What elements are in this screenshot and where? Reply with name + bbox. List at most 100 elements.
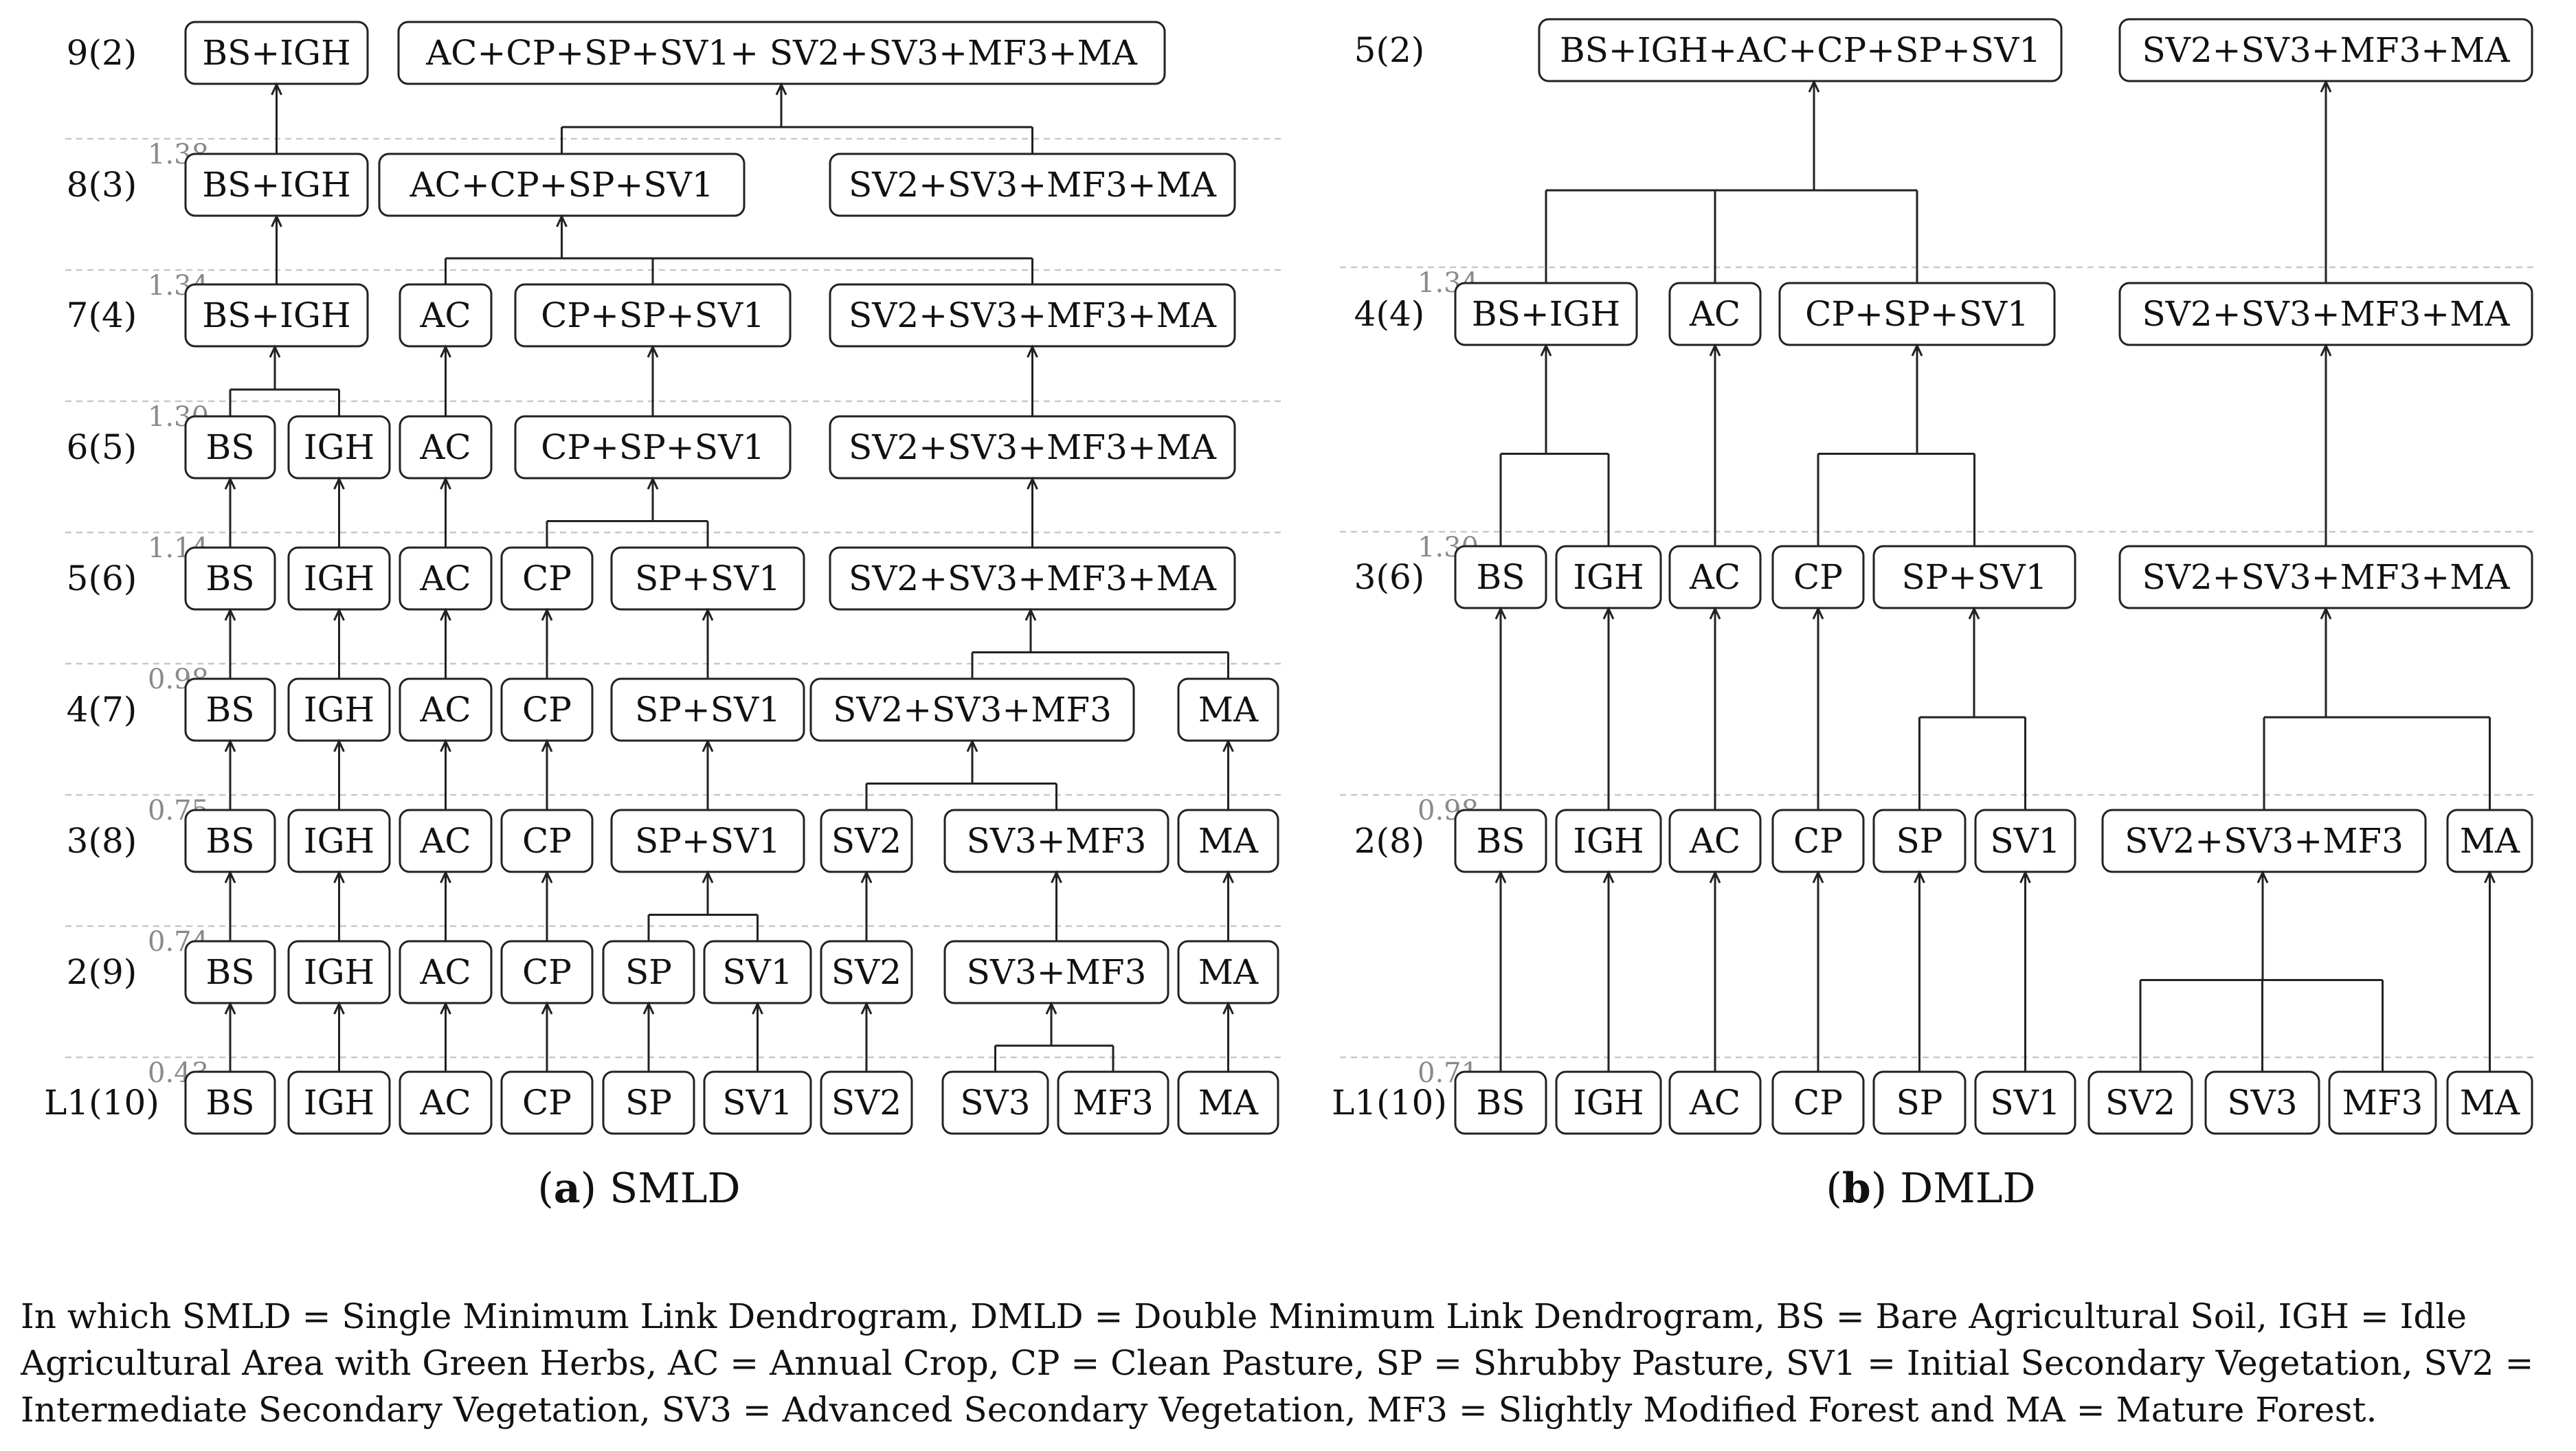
svg-text:CP: CP [1793, 557, 1843, 597]
smld-merge-edge [541, 870, 553, 941]
dmld-merge-edge [2320, 343, 2332, 546]
dmld-node-igh: IGH [1555, 1070, 1662, 1135]
svg-text:BS: BS [206, 427, 255, 467]
smld-node-ac: AC [399, 1070, 493, 1135]
smld-merge-edge [440, 476, 451, 548]
dmld-merge-edge [1812, 606, 1824, 810]
svg-text:SP: SP [1896, 1083, 1943, 1123]
dmld-node-ma: MA [2446, 1070, 2533, 1135]
smld-node-sv2-sv3-mf3-ma: SV2+SV3+MF3+MA [829, 546, 1236, 611]
svg-text:IGH: IGH [304, 1083, 374, 1123]
smld-level-label: 8(3) [67, 165, 137, 205]
dmld-level-label: 2(8) [1354, 821, 1425, 861]
svg-text:SV3+MF3: SV3+MF3 [967, 821, 1147, 861]
svg-text:SV2+SV3+MF3+MA: SV2+SV3+MF3+MA [2142, 294, 2510, 334]
smld-merge-edge [546, 476, 709, 548]
smld-level-label: 2(9) [67, 952, 137, 992]
smld-node-mf3: MF3 [1057, 1070, 1169, 1135]
svg-text:CP+SP+SV1: CP+SP+SV1 [1805, 294, 2029, 334]
smld-merge-edge [752, 1001, 763, 1072]
smld-node-sv2-sv3-mf3-ma: SV2+SV3+MF3+MA [829, 415, 1236, 480]
abbreviation-footnote: In which SMLD = Single Minimum Link Dend… [21, 1296, 2534, 1430]
dmld-merge-edge [1812, 870, 1824, 1072]
smld-merge-edge [860, 870, 873, 941]
svg-text:AC: AC [419, 952, 471, 992]
dmld-merge-edge [2019, 870, 2031, 1072]
smld-node-ac: AC [399, 809, 493, 873]
svg-text:BS+IGH+AC+CP+SP+SV1: BS+IGH+AC+CP+SP+SV1 [1560, 30, 2041, 70]
smld-node-ac: AC [399, 546, 493, 611]
svg-text:SV2: SV2 [831, 1083, 901, 1123]
smld-merge-edge [1027, 344, 1038, 416]
smld-node-ma: MA [1177, 940, 1279, 1004]
svg-text:CP: CP [1793, 1083, 1843, 1123]
svg-text:SV1: SV1 [1990, 821, 2060, 861]
svg-text:SP+SV1: SP+SV1 [635, 559, 781, 598]
svg-text:CP: CP [522, 1083, 572, 1123]
smld-node-igh: IGH [287, 415, 391, 480]
smld-node-bs-igh: BS+IGH [184, 153, 369, 217]
dmld-node-igh: IGH [1555, 809, 1662, 873]
dmld-node-cp: CP [1771, 809, 1865, 873]
smld-node-sp-sv1: SP+SV1 [610, 677, 805, 742]
smld-level-label: 4(7) [67, 690, 137, 730]
svg-text:BS+IGH: BS+IGH [1472, 294, 1620, 334]
dmld-merge-edge [1918, 606, 2026, 810]
svg-text:SV1: SV1 [722, 1083, 792, 1123]
dmld-node-cp-sp-sv1: CP+SP+SV1 [1778, 282, 2056, 346]
smld-node-cp-sp-sv1: CP+SP+SV1 [514, 283, 792, 348]
dmld-node-sv2-sv3-mf3-ma: SV2+SV3+MF3+MA [2118, 545, 2533, 609]
smld-merge-edge [271, 82, 282, 154]
svg-text:BS: BS [1477, 1083, 1525, 1123]
dmld-level-label: 3(6) [1354, 557, 1425, 597]
svg-text:SP+SV1: SP+SV1 [635, 821, 781, 861]
smld-merge-edge [1222, 739, 1234, 810]
smld-merge-edge [333, 607, 345, 679]
smld-node-sv3-mf3: SV3+MF3 [943, 809, 1169, 873]
svg-text:SV2+SV3+MF3+MA: SV2+SV3+MF3+MA [2142, 30, 2510, 70]
dmld-merge-edge [2139, 870, 2384, 1072]
dmld-node-ac: AC [1668, 1070, 1762, 1135]
smld-node-sv2: SV2 [820, 1070, 913, 1135]
svg-text:BS: BS [1477, 821, 1525, 861]
dmld-merge-edge [1494, 606, 1507, 810]
svg-text:MA: MA [1198, 952, 1259, 992]
svg-text:AC: AC [1689, 294, 1740, 334]
dmld-node-sv2-sv3-mf3-ma: SV2+SV3+MF3+MA [2118, 18, 2533, 82]
dmld-node-ac: AC [1668, 282, 1762, 346]
svg-text:IGH: IGH [1573, 557, 1644, 597]
smld-merge-edge [561, 82, 1033, 154]
dmld-merge-edge [1545, 79, 1918, 283]
svg-text:BS: BS [206, 559, 255, 598]
smld-caption: (a) SMLD [537, 1165, 740, 1213]
smld-merge-edge [224, 1001, 236, 1072]
svg-text:AC: AC [419, 690, 471, 730]
smld-node-igh: IGH [287, 677, 391, 742]
smld-node-sv3: SV3 [941, 1070, 1049, 1135]
smld-merge-edge [865, 739, 1057, 810]
svg-text:SP+SV1: SP+SV1 [635, 690, 781, 730]
smld-node-ma: MA [1177, 1070, 1279, 1135]
svg-text:SV1: SV1 [1990, 1083, 2060, 1123]
svg-text:MA: MA [2460, 821, 2520, 861]
smld-merge-edge [440, 607, 451, 679]
svg-text:SV2+SV3+MF3+MA: SV2+SV3+MF3+MA [849, 165, 1217, 205]
smld-merge-edge [1051, 870, 1062, 941]
svg-text:CP: CP [522, 821, 572, 861]
svg-text:BS: BS [206, 952, 255, 992]
svg-text:SV2+SV3+MF3+MA: SV2+SV3+MF3+MA [849, 559, 1217, 598]
smld-level-label: L1(10) [44, 1083, 159, 1123]
svg-text:SV2+SV3+MF3: SV2+SV3+MF3 [833, 690, 1112, 730]
svg-text:SP+SV1: SP+SV1 [1902, 557, 2048, 597]
smld-merge-edge [224, 607, 236, 679]
dmld-merge-edge [2263, 606, 2491, 810]
dmld-node-ac: AC [1668, 809, 1762, 873]
smld-merge-edge [647, 344, 659, 416]
smld-level-label: 3(8) [67, 821, 137, 861]
svg-text:SP: SP [1896, 821, 1943, 861]
smld-merge-edge [541, 1001, 553, 1072]
smld-node-bs: BS [184, 677, 276, 742]
svg-text:SV2+SV3+MF3+MA: SV2+SV3+MF3+MA [2142, 557, 2510, 597]
dmld-node-bs: BS [1454, 1070, 1547, 1135]
smld-node-bs-igh: BS+IGH [184, 21, 369, 85]
